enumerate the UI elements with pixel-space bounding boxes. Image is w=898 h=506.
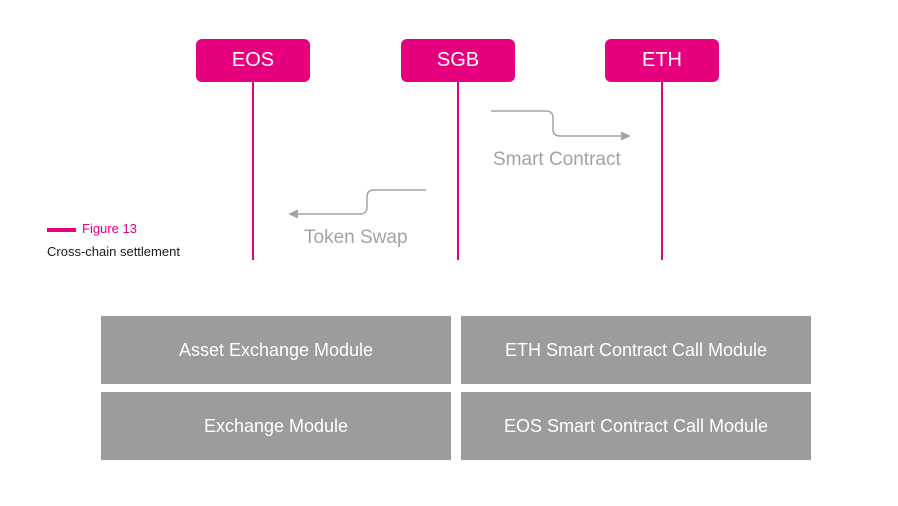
sgb-chain-box: SGB (401, 39, 515, 82)
figure-marker (47, 228, 76, 232)
smart-contract-arrow (491, 110, 622, 137)
token-swap-label: Token Swap (304, 227, 408, 248)
eth-contract-call-module: ETH Smart Contract Call Module (461, 316, 811, 384)
token-swap-arrow (297, 189, 426, 215)
exchange-module: Exchange Module (101, 392, 451, 460)
eos-lifeline (252, 82, 254, 260)
eos-contract-call-module: EOS Smart Contract Call Module (461, 392, 811, 460)
eth-chain-box: ETH (605, 39, 719, 82)
figure-caption: Cross-chain settlement (47, 244, 180, 259)
figure-number: Figure 13 (82, 221, 137, 236)
asset-exchange-module: Asset Exchange Module (101, 316, 451, 384)
smart-contract-arrowhead (621, 131, 631, 141)
sgb-lifeline (457, 82, 459, 260)
eth-lifeline (661, 82, 663, 260)
smart-contract-label: Smart Contract (493, 149, 621, 170)
eos-chain-box: EOS (196, 39, 310, 82)
token-swap-arrowhead (288, 209, 298, 219)
